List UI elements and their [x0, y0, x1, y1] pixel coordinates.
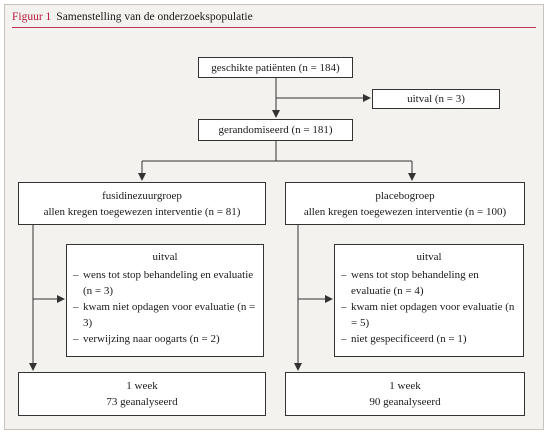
dropout-left-list: wens tot stop behandeling en evaluatie (…	[73, 267, 257, 347]
arm-left-allocation: allen kregen toegewezen interventie (n =…	[43, 205, 241, 218]
randomized-text: gerandomiseerd (n = 181)	[218, 124, 333, 136]
arm-left-box: fusidinezuurgroep allen kregen toegeweze…	[18, 182, 266, 225]
figure-caption: Figuur 1 Samenstelling van de onderzoeksp…	[12, 9, 253, 25]
dropout-right-title: uitval	[416, 251, 442, 263]
outcome-right-period: 1 week	[389, 380, 421, 392]
outcome-left-box: 1 week 73 geanalyseerd	[18, 372, 266, 416]
dropout-top-box: uitval (n = 3)	[372, 89, 500, 109]
arm-right-box: placebogroep allen kregen toegewezen int…	[285, 182, 525, 225]
figure-label: Figuur 1	[12, 11, 52, 23]
randomized-box: gerandomiseerd (n = 181)	[198, 119, 353, 141]
list-item: kwam niet opdagen voor evaluatie (n = 5)	[341, 299, 517, 331]
dropout-right-box: uitval wens tot stop behandeling en eval…	[334, 244, 524, 357]
list-item: verwijzing naar oogarts (n = 2)	[73, 331, 257, 347]
outcome-left-analyzed: 73 geanalyseerd	[106, 396, 178, 408]
outcome-right-analyzed: 90 geanalyseerd	[369, 396, 441, 408]
dropout-right-list: wens tot stop behandeling en evaluatie (…	[341, 267, 517, 347]
dropout-top-text: uitval (n = 3)	[407, 93, 465, 105]
arm-right-allocation: allen kregen toegewezen interventie (n =…	[303, 205, 507, 218]
eligible-box: geschikte patiënten (n = 184)	[198, 57, 353, 78]
arm-left-name: fusidinezuurgroep	[102, 189, 182, 202]
list-item: wens tot stop behandeling en evaluatie (…	[73, 267, 257, 299]
list-item: niet gespecificeerd (n = 1)	[341, 331, 517, 347]
outcome-left-period: 1 week	[126, 380, 158, 392]
dropout-left-title: uitval	[152, 251, 178, 263]
caption-divider	[12, 27, 536, 28]
dropout-left-box: uitval wens tot stop behandeling en eval…	[66, 244, 264, 357]
outcome-right-box: 1 week 90 geanalyseerd	[285, 372, 525, 416]
figure-title: Samenstelling van de onderzoekspopulatie	[56, 11, 253, 23]
arm-right-name: placebogroep	[375, 189, 435, 202]
list-item: wens tot stop behandeling en evaluatie (…	[341, 267, 517, 299]
list-item: kwam niet opdagen voor evaluatie (n = 3)	[73, 299, 257, 331]
eligible-text: geschikte patiënten (n = 184)	[211, 61, 340, 74]
